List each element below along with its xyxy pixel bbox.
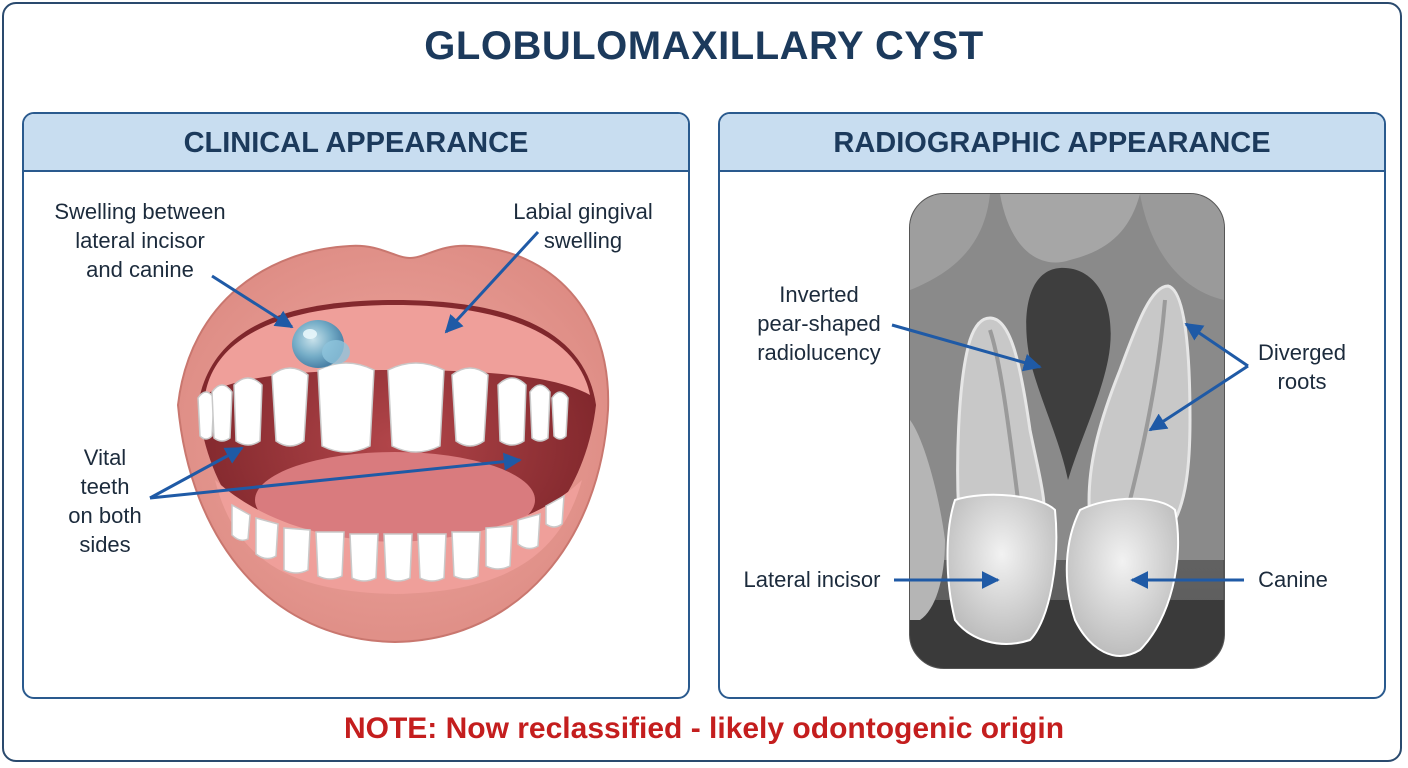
reclassification-note: NOTE: Now reclassified - likely odontoge…	[343, 712, 1065, 745]
label-labial-swelling: Labial gingival swelling	[513, 199, 653, 253]
radiolucency-shape	[1026, 267, 1111, 480]
arrow-vital-teeth-left	[149, 446, 244, 500]
upper-teeth	[197, 362, 569, 453]
arrow-labial-swelling	[444, 230, 540, 334]
lateral-incisor-crown	[946, 493, 1058, 645]
arrow-diverged-roots-top	[1184, 322, 1249, 368]
label-canine: Canine	[1258, 567, 1328, 592]
page-title: GLOBULOMAXILLARY CYST	[424, 24, 984, 68]
clinical-header-label: CLINICAL APPEARANCE	[183, 127, 529, 159]
label-lateral-incisor: Lateral incisor	[743, 567, 881, 592]
radiographic-panel-header: RADIOGRAPHIC APPEARANCE	[720, 114, 1384, 172]
label-diverged-roots: Diverged roots	[1257, 340, 1347, 394]
arrow-swelling-between	[211, 274, 294, 329]
canine-crown	[1065, 497, 1180, 657]
label-radiolucency: Inverted pear-shaped radiolucency	[757, 282, 881, 365]
tongue	[255, 452, 535, 548]
label-vital-teeth: Vital teeth on both sides	[68, 445, 142, 557]
radiographic-header-label: RADIOGRAPHIC APPEARANCE	[833, 127, 1271, 159]
arrow-vital-teeth-right	[149, 452, 522, 500]
arrow-diverged-roots-bottom	[1148, 364, 1249, 432]
xray-illustration	[909, 193, 1225, 669]
lower-teeth	[231, 494, 565, 582]
mouth-illustration	[176, 244, 610, 644]
arrow-radiolucency	[891, 323, 1042, 372]
clinical-panel-header: CLINICAL APPEARANCE	[24, 114, 688, 172]
annotation-arrows	[149, 230, 1249, 589]
label-swelling-between: Swelling between lateral incisor and can…	[54, 199, 226, 282]
